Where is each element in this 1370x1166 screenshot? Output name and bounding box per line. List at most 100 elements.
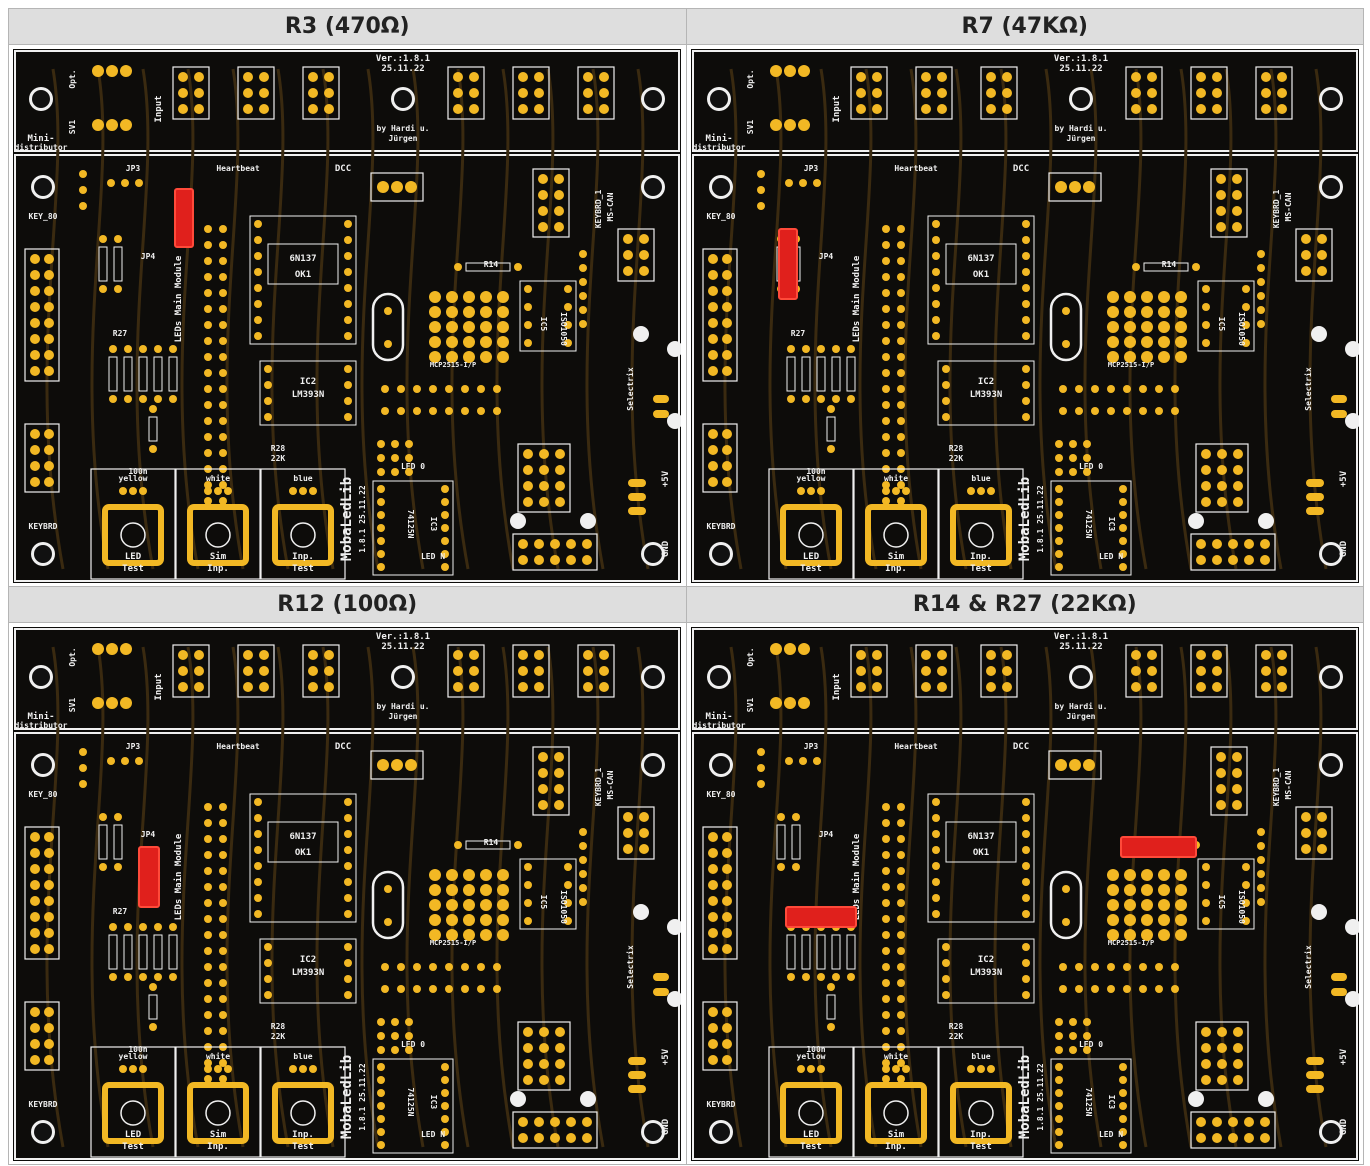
pad xyxy=(582,539,592,549)
silkscreen-label: SV1 xyxy=(746,120,755,135)
pad xyxy=(1131,263,1140,271)
pad xyxy=(30,286,40,296)
silkscreen-label: 25.11.22 xyxy=(381,64,424,74)
pad xyxy=(1195,1133,1206,1143)
pad xyxy=(219,995,227,1003)
pad xyxy=(493,985,501,993)
pad xyxy=(985,682,996,692)
pad xyxy=(139,487,147,495)
pushbutton-footprint xyxy=(864,504,927,566)
pad xyxy=(324,88,334,98)
pad xyxy=(896,321,905,329)
pad xyxy=(776,813,785,821)
pcb-board-image: Mini-distributorOpt.SV1InputVer.:1.8.125… xyxy=(13,49,681,583)
pad xyxy=(1118,1089,1127,1097)
pad xyxy=(1260,666,1271,676)
pad xyxy=(871,72,882,82)
pad xyxy=(564,863,572,871)
pushbutton-footprint xyxy=(779,1082,842,1144)
pushbutton-footprint xyxy=(102,1082,164,1144)
pad xyxy=(707,1039,718,1049)
pad xyxy=(798,179,807,187)
trace xyxy=(1037,68,1057,570)
resistor-outline xyxy=(465,840,511,850)
pad xyxy=(405,454,413,462)
pad xyxy=(881,1065,890,1073)
pad xyxy=(1200,449,1211,459)
pad xyxy=(1200,1043,1211,1053)
pad xyxy=(534,1117,544,1127)
resistor-outline xyxy=(148,416,158,442)
pad xyxy=(1130,666,1141,676)
pad xyxy=(497,884,509,896)
pad xyxy=(639,828,649,838)
pad xyxy=(429,914,441,926)
pad xyxy=(941,381,950,389)
pad xyxy=(881,803,890,811)
pad xyxy=(881,385,890,393)
pad xyxy=(931,252,940,260)
pad xyxy=(566,1117,576,1127)
pad xyxy=(324,666,334,676)
pad xyxy=(579,884,587,892)
silkscreen-label: ISO1050 xyxy=(559,890,568,924)
silkscreen-label: white xyxy=(206,1051,230,1061)
silkscreen-label: LED 0 xyxy=(1078,1040,1102,1049)
pad xyxy=(1200,497,1211,507)
pad xyxy=(463,306,475,318)
silkscreen-label: 22K xyxy=(271,1032,286,1041)
pad xyxy=(896,979,905,987)
pad xyxy=(219,385,227,393)
pad xyxy=(463,291,475,303)
pushbutton-center xyxy=(120,522,146,548)
pad xyxy=(816,973,825,981)
button-outline xyxy=(260,1046,346,1158)
trace xyxy=(902,646,922,1148)
mounting-hole-center xyxy=(1071,90,1090,108)
silkscreen-label: DCC xyxy=(335,164,351,174)
pad xyxy=(1211,1117,1222,1127)
pad xyxy=(797,643,810,655)
silkscreen-label: LED N xyxy=(421,552,445,561)
pad xyxy=(920,650,931,660)
resistor-outline xyxy=(113,246,123,282)
pad xyxy=(1118,550,1127,558)
pad xyxy=(44,1055,54,1065)
pad xyxy=(554,206,564,216)
pad xyxy=(1001,666,1012,676)
pad xyxy=(139,923,147,931)
pad xyxy=(976,487,985,495)
trace xyxy=(1172,646,1192,1148)
pad xyxy=(219,1059,227,1067)
pad xyxy=(391,454,399,462)
pad xyxy=(524,321,532,329)
pad xyxy=(1200,1027,1211,1037)
pad xyxy=(463,351,475,363)
pad xyxy=(1106,899,1119,911)
pad xyxy=(397,407,405,415)
pad xyxy=(555,449,565,459)
silkscreen-label: ISO1050 xyxy=(1237,890,1246,924)
pad xyxy=(931,284,940,292)
pad xyxy=(1174,869,1187,881)
pad xyxy=(1157,899,1170,911)
pad xyxy=(30,445,40,455)
silkscreen-label: OK1 xyxy=(972,848,988,858)
pad xyxy=(1330,410,1347,418)
pad xyxy=(243,104,253,114)
pad xyxy=(254,830,262,838)
pad xyxy=(461,407,469,415)
pad xyxy=(985,104,996,114)
pad xyxy=(264,975,272,983)
pad xyxy=(219,851,227,859)
pad xyxy=(30,429,40,439)
pad xyxy=(1074,407,1083,415)
connector-outline xyxy=(577,644,615,698)
pad xyxy=(931,798,940,806)
pad xyxy=(219,433,227,441)
pad xyxy=(1216,497,1227,507)
resistor-outline xyxy=(108,934,118,970)
pad xyxy=(493,963,501,971)
pad xyxy=(796,1065,805,1073)
